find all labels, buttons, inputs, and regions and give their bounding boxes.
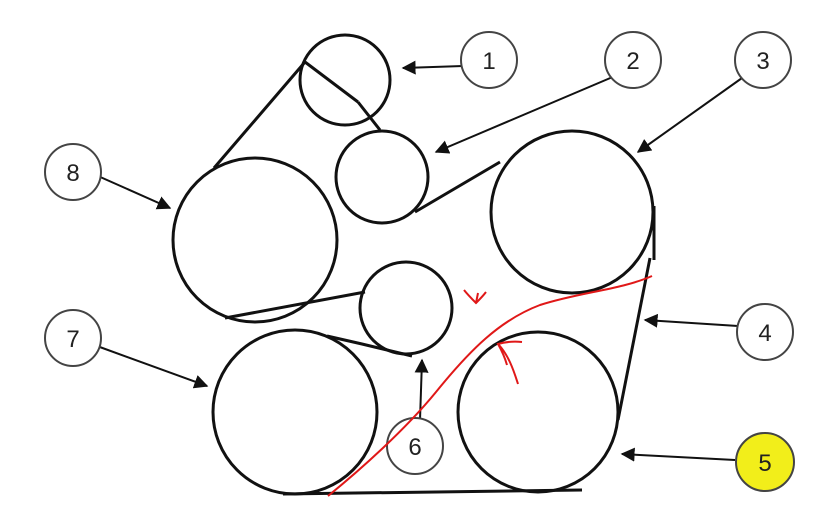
pulley-1 <box>298 33 392 127</box>
callout-4: 4 <box>736 303 794 361</box>
callout-7: 7 <box>44 309 102 367</box>
red-route-line <box>327 275 653 497</box>
leader-arrow-2 <box>434 75 616 154</box>
callout-4-label: 4 <box>758 320 771 347</box>
pulley-3 <box>489 129 655 295</box>
leader-arrow-3 <box>636 77 743 153</box>
pulley-8 <box>171 156 339 324</box>
leader-arrow-7 <box>96 345 209 389</box>
pulley-7 <box>211 328 379 496</box>
callout-8-label: 8 <box>66 160 79 187</box>
leader-arrow-4 <box>643 313 739 328</box>
callout-6-label: 6 <box>408 434 421 461</box>
callout-2: 2 <box>604 31 662 89</box>
callout-3-label: 3 <box>756 48 769 75</box>
callout-1-label: 1 <box>482 48 495 75</box>
callout-5: 5 <box>735 432 795 492</box>
callout-3: 3 <box>734 31 792 89</box>
callout-8: 8 <box>44 143 102 201</box>
red-arrow-right <box>463 289 487 305</box>
leader-arrow-1 <box>401 60 464 75</box>
pulley-2 <box>334 129 430 225</box>
callout-5-label: 5 <box>758 450 771 477</box>
callout-6: 6 <box>386 417 444 475</box>
leader-arrow-5 <box>620 447 736 462</box>
pulley-6 <box>358 260 454 356</box>
leader-arrow-8 <box>97 175 172 210</box>
red-arrow-left <box>496 340 523 385</box>
callout-2-label: 2 <box>626 48 639 75</box>
callout-7-label: 7 <box>66 326 79 353</box>
pulley-5 <box>456 330 620 494</box>
callout-1: 1 <box>460 31 518 89</box>
